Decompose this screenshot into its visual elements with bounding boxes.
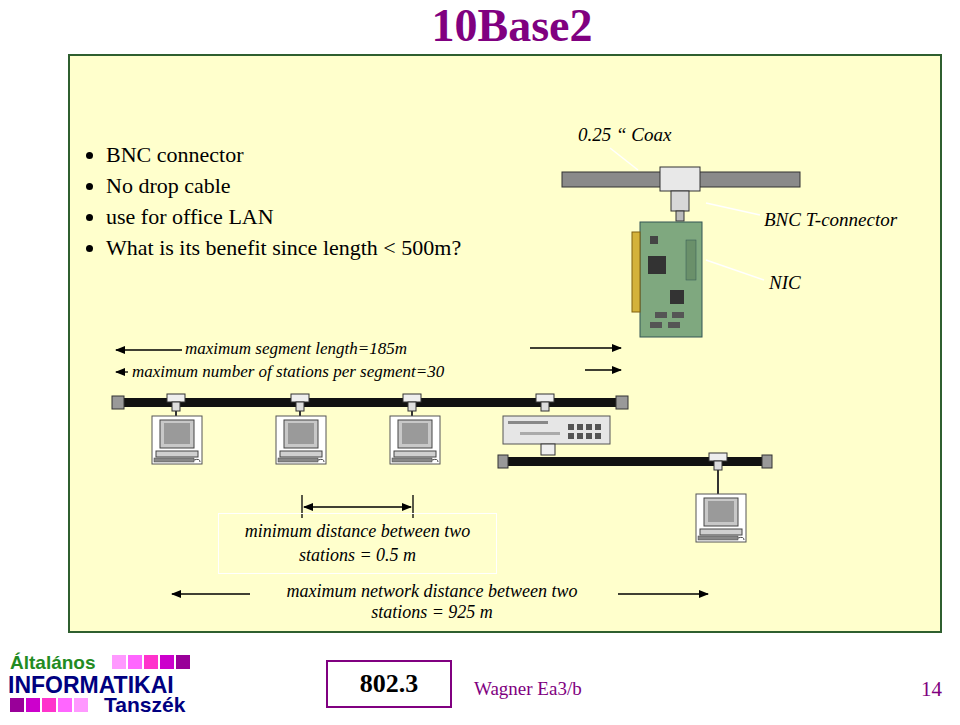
coax-illustration [562,148,800,337]
box-text: 802.3 [336,667,442,701]
nic-label: NIC [769,272,801,294]
dimension-label: maximum number of stations per segment=3… [132,362,444,382]
bullet-item: BNC connector [106,139,461,170]
bullet-item: What is its benefit since length < 500m? [106,232,461,263]
distance-box: minimum distance between two stations = … [218,513,497,574]
bullet-item: No drop cable [106,170,461,201]
standard-box: 802.3 [326,660,452,708]
page-number: 14 [921,677,942,701]
logo-text: Tanszék [104,693,185,717]
coax-label: 0.25 “ Coax [578,124,671,146]
footer-text: Wagner Ea3/b [474,678,582,700]
slide-title: 10Base2 [0,0,960,53]
slide-panel [69,55,941,632]
box-text: minimum distance between two stations = … [233,520,483,567]
bullet-list: BNC connectorNo drop cableuse for office… [88,139,461,263]
dimension-arrows [116,348,708,594]
network-segments [112,394,772,542]
connector-label: BNC T-connector [764,209,897,231]
dimension-label: maximum network distance between two sta… [272,581,592,622]
bullet-item: use for office LAN [106,201,461,232]
logo-text: Általános [10,652,96,674]
dimension-label: maximum segment length=185m [185,339,407,359]
